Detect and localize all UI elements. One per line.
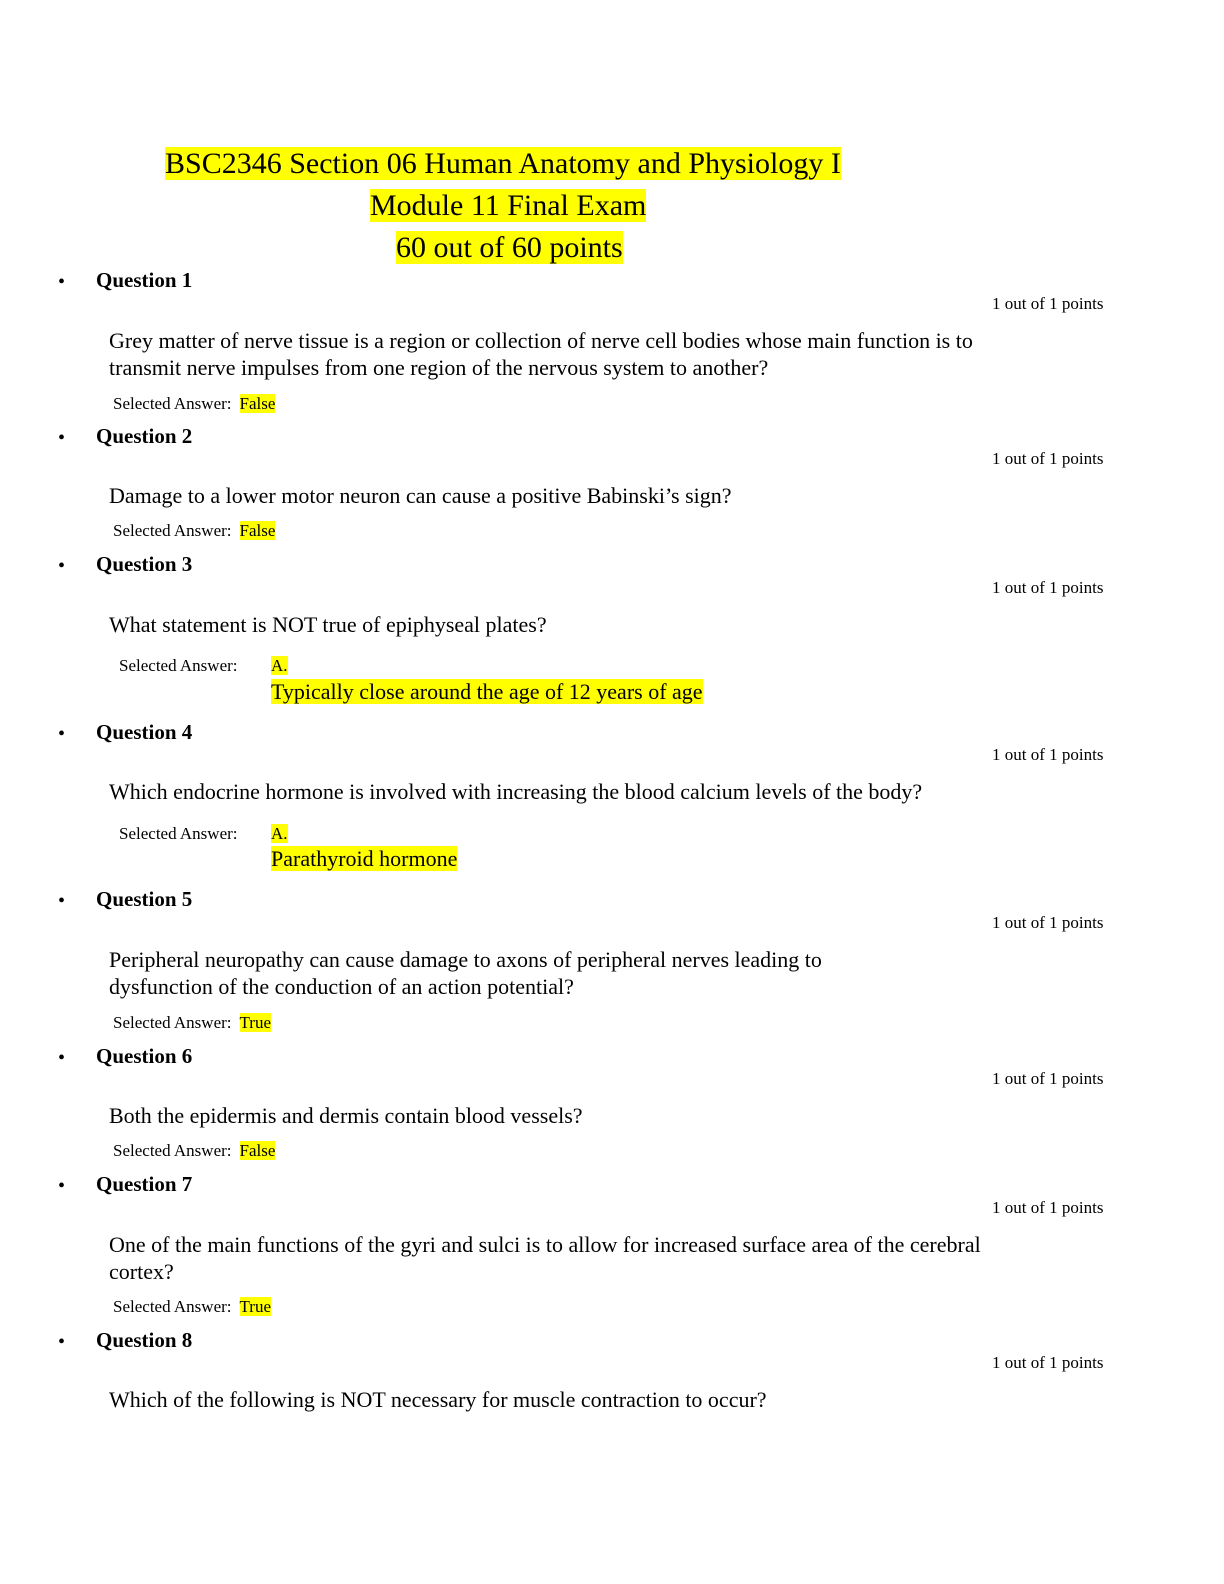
exam-score-title: 60 out of 60 points xyxy=(396,230,623,266)
question-8-heading: Question 8 xyxy=(96,1328,193,1352)
question-3-heading: Question 3 xyxy=(96,552,193,576)
selected-answer-label: Selected Answer: xyxy=(113,1141,232,1160)
question-2-heading: Question 2 xyxy=(96,424,193,448)
question-6-heading: Question 6 xyxy=(96,1044,193,1068)
selected-answer-letter: A. xyxy=(271,824,288,844)
question-7-heading: Question 7 xyxy=(96,1172,193,1196)
selected-answer-value: True xyxy=(239,1013,271,1032)
question-3-points: 1 out of 1 points xyxy=(992,578,1104,597)
selected-answer-label: Selected Answer: xyxy=(113,1297,232,1316)
selected-answer-value: Parathyroid hormone xyxy=(271,845,458,872)
course-title-text: BSC2346 Section 06 Human Anatomy and Phy… xyxy=(165,147,841,180)
exam-course-title: BSC2346 Section 06 Human Anatomy and Phy… xyxy=(165,146,841,182)
bullet-icon: • xyxy=(58,890,66,912)
exam-score-text: 60 out of 60 points xyxy=(396,231,623,264)
selected-answer-value: False xyxy=(239,1141,276,1160)
selected-answer-value: False xyxy=(239,394,276,413)
question-4-heading: Question 4 xyxy=(96,720,193,744)
question-4-text: Which endocrine hormone is involved with… xyxy=(109,779,923,804)
question-7-answer-row: Selected Answer: True xyxy=(113,1297,271,1317)
bullet-icon: • xyxy=(58,427,66,449)
question-6-answer-row: Selected Answer: False xyxy=(113,1141,276,1161)
question-3-text: What statement is NOT true of epiphyseal… xyxy=(109,612,547,637)
answer-value-text: Typically close around the age of 12 yea… xyxy=(271,679,703,704)
question-8-points: 1 out of 1 points xyxy=(992,1353,1104,1372)
question-5-heading: Question 5 xyxy=(96,887,193,911)
question-2-answer-row: Selected Answer: False xyxy=(113,521,276,541)
selected-answer-label: Selected Answer: xyxy=(113,521,232,540)
answer-letter-text: A. xyxy=(271,656,288,675)
question-5-text: Peripheral neuropathy can cause damage t… xyxy=(109,947,822,999)
question-1-text: Grey matter of nerve tissue is a region … xyxy=(109,328,973,380)
question-1-answer-row: Selected Answer: False xyxy=(113,394,276,414)
question-6-points: 1 out of 1 points xyxy=(992,1069,1104,1088)
bullet-icon: • xyxy=(58,555,66,577)
question-1-heading: Question 1 xyxy=(96,268,193,292)
selected-answer-value: True xyxy=(239,1297,271,1316)
selected-answer-letter: A. xyxy=(271,656,288,676)
question-8-text: Which of the following is NOT necessary … xyxy=(109,1387,767,1412)
bullet-icon: • xyxy=(58,1331,66,1353)
selected-answer-value: False xyxy=(239,521,276,540)
bullet-icon: • xyxy=(58,271,66,293)
question-2-points: 1 out of 1 points xyxy=(992,449,1104,468)
question-2-text: Damage to a lower motor neuron can cause… xyxy=(109,483,732,508)
selected-answer-label: Selected Answer: xyxy=(113,1013,232,1032)
answer-value-text: Parathyroid hormone xyxy=(271,846,458,871)
selected-answer-label: Selected Answer: xyxy=(119,656,238,675)
question-6-text: Both the epidermis and dermis contain bl… xyxy=(109,1103,583,1128)
answer-letter-text: A. xyxy=(271,824,288,843)
selected-answer-value: Typically close around the age of 12 yea… xyxy=(271,678,703,705)
question-7-text: One of the main functions of the gyri an… xyxy=(109,1232,981,1284)
bullet-icon: • xyxy=(58,1175,66,1197)
exam-name-text: Module 11 Final Exam xyxy=(370,189,647,222)
question-1-points: 1 out of 1 points xyxy=(992,294,1104,313)
selected-answer-label: Selected Answer: xyxy=(113,394,232,413)
question-5-points: 1 out of 1 points xyxy=(992,913,1104,932)
bullet-icon: • xyxy=(58,1047,66,1069)
selected-answer-label: Selected Answer: xyxy=(119,824,238,843)
question-5-answer-row: Selected Answer: True xyxy=(113,1013,271,1033)
question-7-points: 1 out of 1 points xyxy=(992,1198,1104,1217)
question-4-points: 1 out of 1 points xyxy=(992,745,1104,764)
bullet-icon: • xyxy=(58,723,66,745)
exam-name-title: Module 11 Final Exam xyxy=(370,188,647,224)
